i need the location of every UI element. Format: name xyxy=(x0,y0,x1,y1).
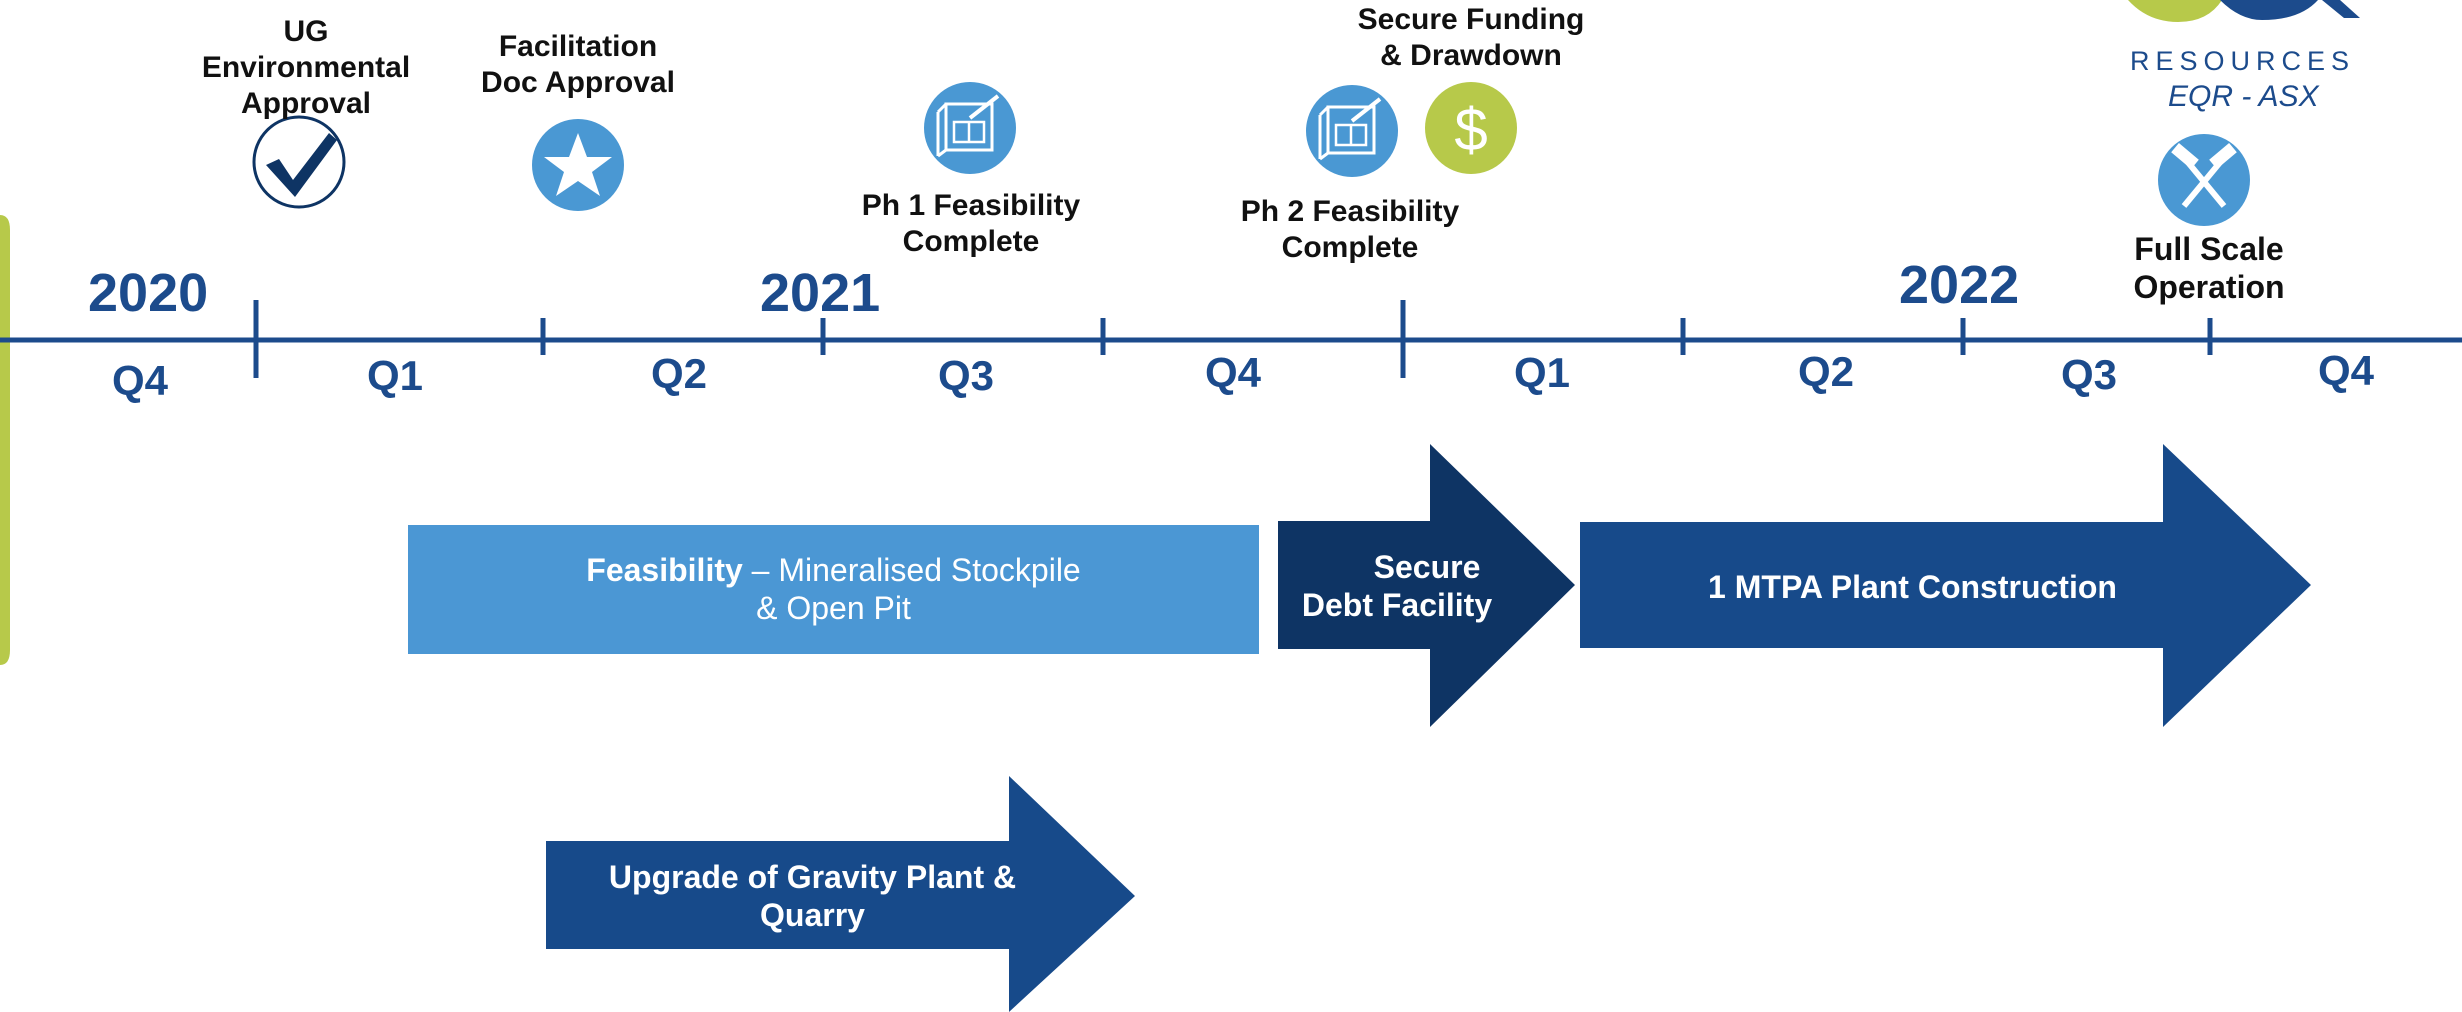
milestone-secure-funding: Secure Funding & Drawdown xyxy=(1336,2,1606,74)
milestone-label-line: UG xyxy=(283,15,329,48)
hammers-icon xyxy=(2158,134,2250,226)
debt-label-line: Secure xyxy=(1373,549,1481,585)
debt-arrow xyxy=(1278,444,1575,727)
gravity-label: Upgrade of Gravity Plant & Quarry xyxy=(560,858,1065,934)
feasibility-label: Feasibility – Mineralised Stockpile & Op… xyxy=(408,551,1259,627)
debt-label: Secure Debt Facility xyxy=(1282,548,1512,624)
milestone-label-line: Facilitation xyxy=(498,30,658,63)
feasibility-label-rest: – Mineralised Stockpile xyxy=(742,552,1081,588)
milestone-label-line: Complete xyxy=(902,225,1040,258)
debt-label-line: Debt Facility xyxy=(1301,587,1493,623)
quarter-label: Q2 xyxy=(1798,348,1855,395)
star-icon xyxy=(532,119,624,211)
milestone-label-line: Doc Approval xyxy=(481,66,675,99)
milestone-full-scale-operation: Full Scale Operation xyxy=(2094,230,2324,306)
construction-arrow xyxy=(1580,444,2311,727)
milestone-label-line: & Drawdown xyxy=(1380,39,1562,72)
year-label-2020: 2020 xyxy=(88,263,209,323)
checkmark-icon xyxy=(252,115,346,209)
milestone-label-line: Approval xyxy=(240,87,372,120)
blueprint-icon xyxy=(924,82,1016,174)
quarter-label: Q1 xyxy=(367,352,424,399)
brand-ticker: EQR - ASX xyxy=(2168,80,2319,113)
gravity-label-line: Quarry xyxy=(760,897,865,933)
gravity-label-line: Upgrade of Gravity Plant & xyxy=(608,859,1017,895)
quarter-label: Q3 xyxy=(2061,351,2118,398)
gravity-arrow xyxy=(546,776,1135,1012)
feasibility-label-line2: & Open Pit xyxy=(756,590,911,626)
construction-label: 1 MTPA Plant Construction xyxy=(1708,569,2117,605)
milestone-facilitation-doc-approval: Facilitation Doc Approval xyxy=(458,29,698,101)
milestone-label-line: Full Scale xyxy=(2134,231,2284,267)
milestone-ug-environmental-approval: UG Environmental Approval xyxy=(186,14,426,122)
quarter-label: Q4 xyxy=(112,357,169,404)
quarter-label: Q4 xyxy=(1205,349,1262,396)
milestone-label-line: Environmental xyxy=(201,51,411,84)
feasibility-bar xyxy=(408,525,1259,654)
quarter-label: Q1 xyxy=(1514,349,1571,396)
svg-text:$: $ xyxy=(1454,96,1487,163)
milestone-ph2-feasibility: Ph 2 Feasibility Complete xyxy=(1220,194,1480,266)
year-label-2021: 2021 xyxy=(760,263,881,323)
quarter-label: Q4 xyxy=(2318,347,2375,394)
timeline-ticks xyxy=(253,300,2213,378)
milestone-ph1-feasibility: Ph 1 Feasibility Complete xyxy=(841,188,1101,260)
milestone-label-line: Complete xyxy=(1281,231,1419,264)
feasibility-label-bold: Feasibility xyxy=(586,552,743,588)
milestone-label-line: Ph 2 Feasibility xyxy=(1240,195,1460,228)
milestone-label-line: Operation xyxy=(2133,269,2285,305)
milestone-label-line: Ph 1 Feasibility xyxy=(861,189,1081,222)
blueprint-icon xyxy=(1306,85,1398,177)
brand-name: RESOURCES xyxy=(2130,46,2356,76)
dollar-icon: $ xyxy=(1425,82,1517,174)
side-panel xyxy=(0,215,10,665)
year-label-2022: 2022 xyxy=(1899,255,2020,315)
milestone-label-line: Secure Funding xyxy=(1357,3,1585,36)
quarter-label: Q3 xyxy=(938,352,995,399)
brand-logo-icon xyxy=(2128,0,2360,22)
quarter-label: Q2 xyxy=(651,350,708,397)
